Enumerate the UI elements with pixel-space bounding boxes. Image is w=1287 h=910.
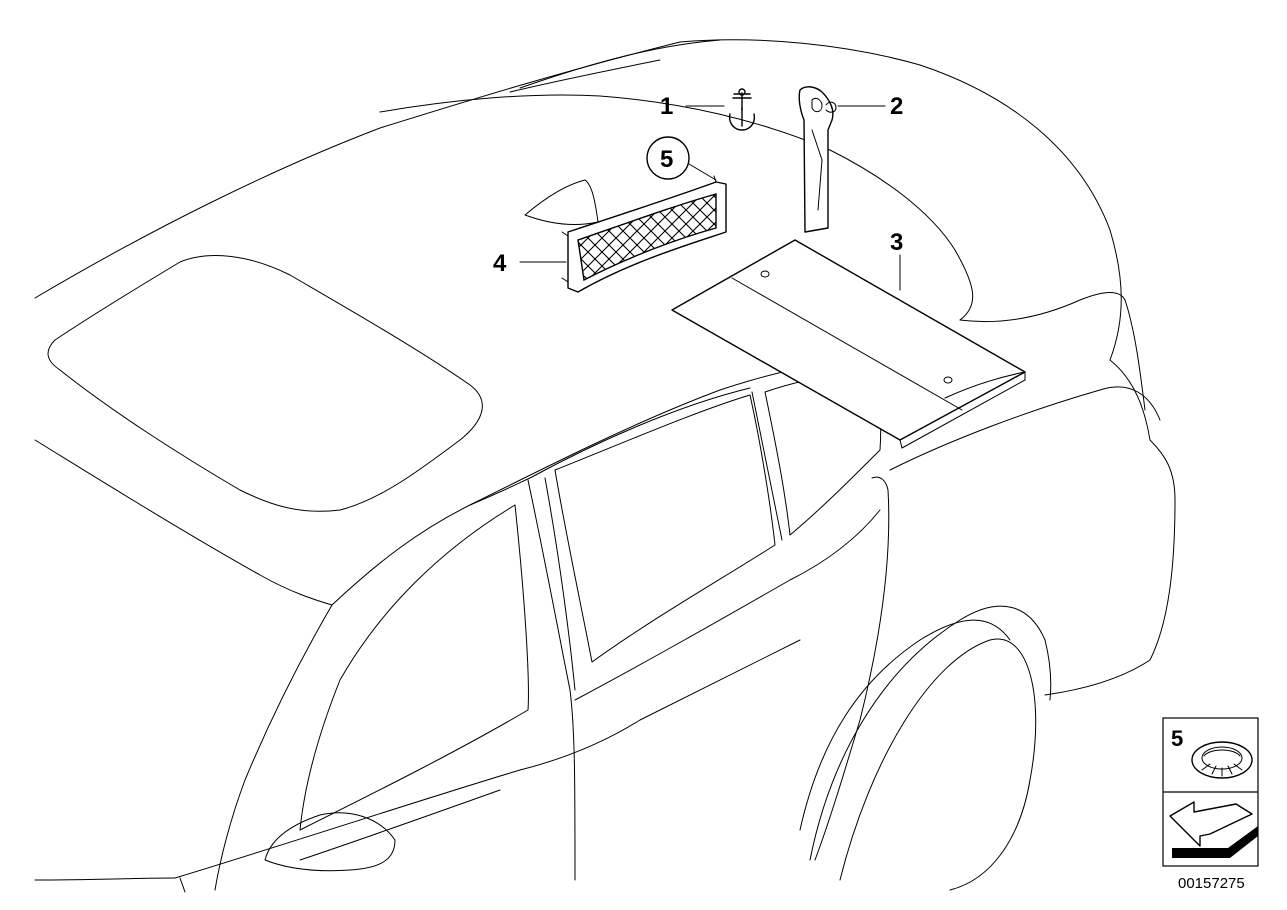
callout-1-label: 1	[660, 93, 673, 120]
floor-panel-part	[671, 239, 1026, 449]
trim-strip-part	[798, 86, 837, 233]
callout-3-label: 3	[890, 229, 903, 256]
document-number: 00157275	[1178, 875, 1245, 892]
callout-5-circle	[646, 136, 690, 180]
callout-5-label: 5	[660, 146, 673, 173]
car-body-outline	[34, 39, 1176, 893]
callout-4-label: 4	[493, 250, 507, 277]
callout-5-leader	[688, 163, 717, 181]
clip-icon	[1191, 741, 1253, 779]
luggage-net-part	[561, 175, 727, 293]
anchor-hook-part	[728, 88, 756, 131]
callout-2-label: 2	[890, 93, 903, 120]
direction-arrow-icon	[1169, 801, 1258, 858]
legend-clip-number: 5	[1171, 726, 1183, 751]
